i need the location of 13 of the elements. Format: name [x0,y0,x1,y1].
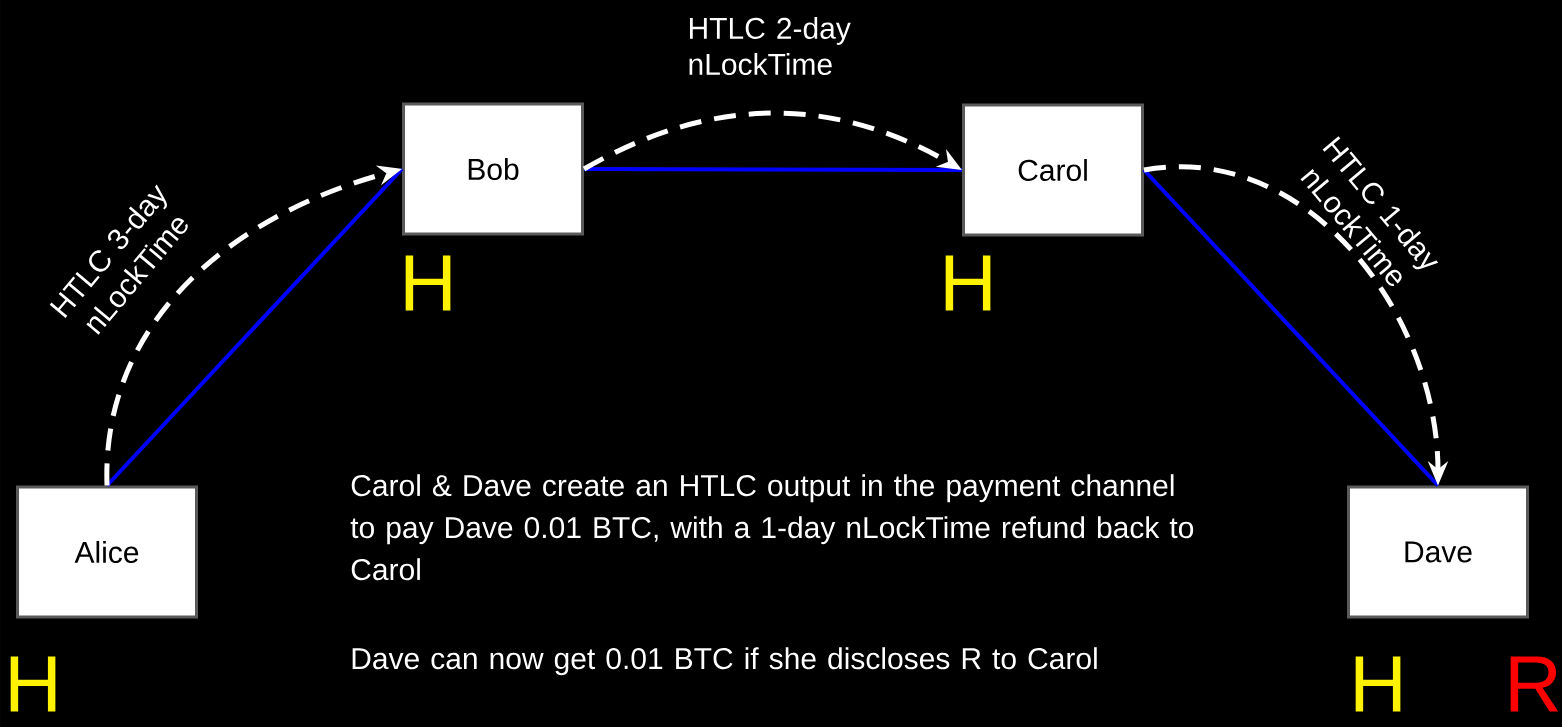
name-box: Carol [962,103,1144,237]
letter-label: H [405,255,451,311]
letter-label: H [10,656,56,712]
letter-label: R [1510,656,1559,712]
name-box: Dave [1347,485,1529,619]
name-box: Bob [402,102,584,236]
letter-label: H [1355,656,1401,712]
paragraph: Carol & Dave create an HTLC output in the payment channel to pay Dave 0.01 BTC, with a 1-day nLockTime refund back to Carol [350,474,1194,581]
name-box: Alice [16,485,198,619]
edge-label: HTLC 2-day nLockTime [689,17,851,75]
letter-label: H [945,255,991,311]
paragraph: Dave can now get 0.01 BTC if she discloses R to Carol [352,647,1097,676]
connector-line [584,167,962,172]
